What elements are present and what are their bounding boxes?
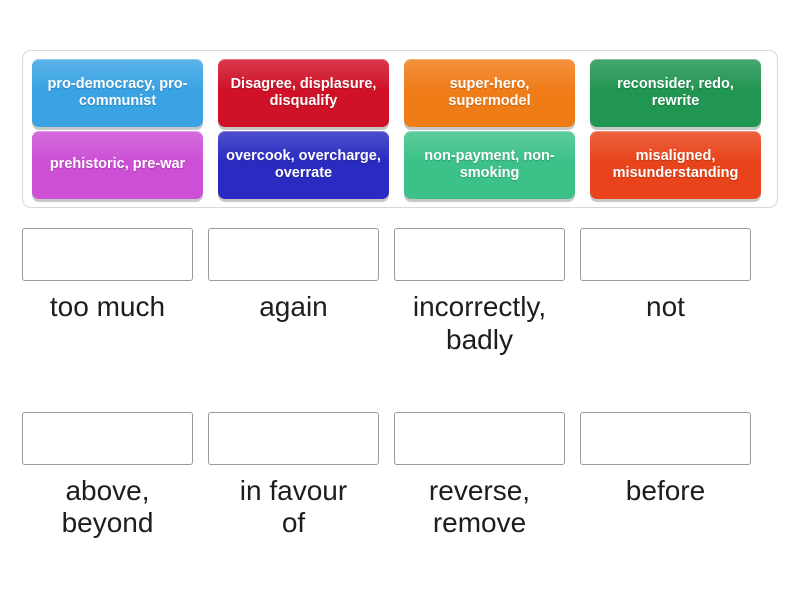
draggable-tile-over[interactable]: overcook, overcharge, overrate <box>218 131 389 199</box>
dropzone-above-beyond[interactable] <box>22 411 193 465</box>
tile-label: overcook, overcharge, overrate <box>226 147 381 181</box>
answer-cell-before: before <box>580 411 751 541</box>
answer-label-too-much: too much <box>49 291 166 322</box>
tile-label: non-payment, non-smoking <box>424 147 555 181</box>
draggable-tile-super[interactable]: super-hero, supermodel <box>404 59 575 127</box>
draggable-tile-pro[interactable]: pro-democracy, pro-communist <box>32 59 203 127</box>
answer-cell-again: again <box>208 228 379 357</box>
tile-label: pro-democracy, pro-communist <box>47 75 188 109</box>
dropzone-reverse-remove[interactable] <box>394 411 565 465</box>
answer-grid: too much again incorrectly, badly not ab… <box>22 228 778 548</box>
answer-row-2: above, beyond in favour of reverse, remo… <box>22 411 778 541</box>
tile-tray: pro-democracy, pro-communist Disagree, d… <box>22 50 778 208</box>
answer-label-again: again <box>259 291 328 322</box>
tile-label: super-hero, supermodel <box>448 75 531 109</box>
draggable-tile-re[interactable]: reconsider, redo, rewrite <box>590 59 761 127</box>
answer-cell-too-much: too much <box>22 228 193 357</box>
answer-cell-not: not <box>580 228 751 357</box>
draggable-tile-mis[interactable]: misaligned, misunderstanding <box>590 131 761 199</box>
draggable-tile-dis[interactable]: Disagree, displasure, disqualify <box>218 59 389 127</box>
dropzone-not[interactable] <box>580 228 751 281</box>
answer-label-incorrectly-badly: incorrectly, badly <box>412 291 547 355</box>
tile-label: reconsider, redo, rewrite <box>617 75 734 109</box>
dropzone-in-favour-of[interactable] <box>208 411 379 465</box>
tile-row-2: prehistoric, pre-war overcook, overcharg… <box>32 131 768 199</box>
answer-row-1: too much again incorrectly, badly not <box>22 228 778 357</box>
answer-label-not: not <box>646 291 685 322</box>
answer-cell-reverse-remove: reverse, remove <box>394 411 565 541</box>
dropzone-again[interactable] <box>208 228 379 281</box>
dropzone-too-much[interactable] <box>22 228 193 281</box>
dropzone-incorrectly-badly[interactable] <box>394 228 565 281</box>
tile-row-1: pro-democracy, pro-communist Disagree, d… <box>32 59 768 127</box>
draggable-tile-pre[interactable]: prehistoric, pre-war <box>32 131 203 199</box>
answer-label-before: before <box>625 474 706 506</box>
tile-label: misaligned, misunderstanding <box>612 147 739 181</box>
draggable-tile-non[interactable]: non-payment, non-smoking <box>404 131 575 199</box>
answer-cell-above-beyond: above, beyond <box>22 411 193 541</box>
answer-label-reverse-remove: reverse, remove <box>428 474 531 539</box>
answer-label-in-favour-of: in favour of <box>239 474 348 539</box>
answer-cell-incorrectly-badly: incorrectly, badly <box>394 228 565 357</box>
answer-label-above-beyond: above, beyond <box>61 474 154 539</box>
tile-label: Disagree, displasure, disqualify <box>230 75 377 109</box>
answer-cell-in-favour-of: in favour of <box>208 411 379 541</box>
dropzone-before[interactable] <box>580 411 751 465</box>
tile-label: prehistoric, pre-war <box>49 156 186 173</box>
